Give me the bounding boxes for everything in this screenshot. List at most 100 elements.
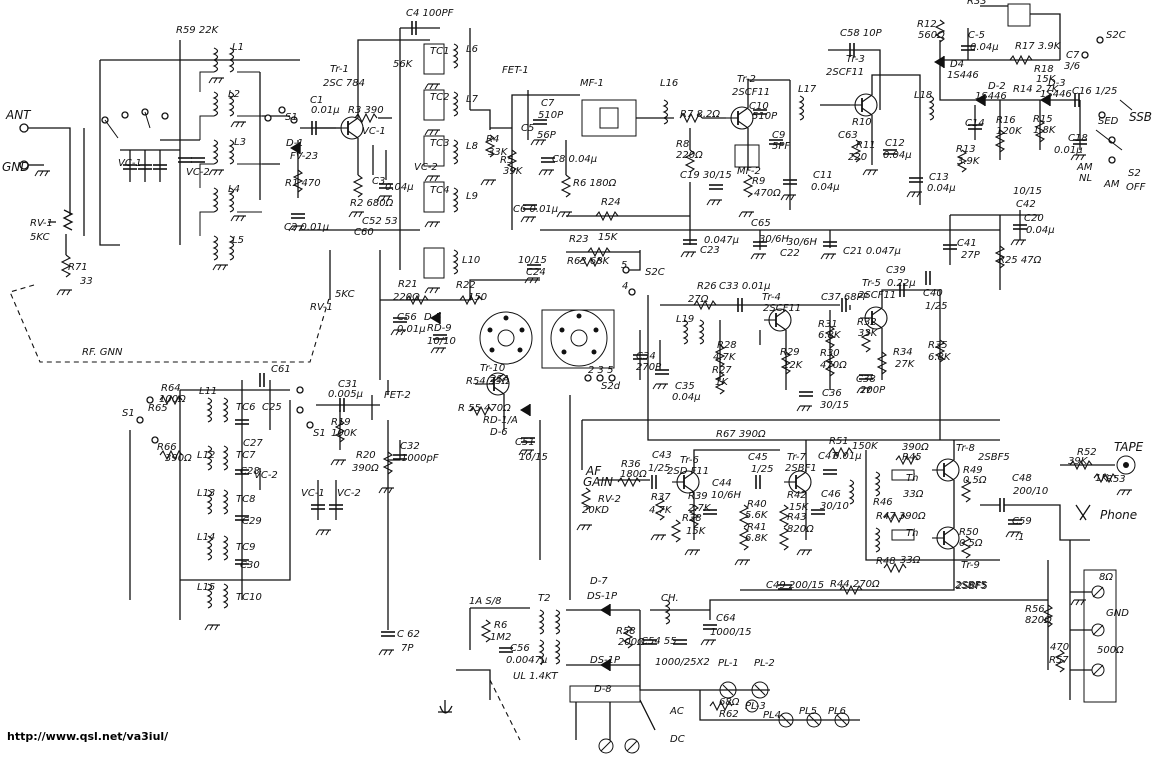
label-dc: DC — [670, 734, 685, 745]
label-c44: C44 — [712, 478, 732, 489]
label-r17: R17 3.9K — [1015, 41, 1062, 52]
label-tr4v: 2SCF11 — [763, 303, 801, 314]
label-l7: L7 — [466, 94, 479, 105]
label-r65: R65 — [148, 403, 168, 414]
label-r47: R47 390Ω — [876, 511, 926, 522]
label-c60: C60 — [354, 227, 374, 238]
label-r44: R44 270Ω — [830, 579, 880, 590]
label-c8: C8 0.04µ — [552, 154, 597, 165]
label-rv2v: 20KD — [582, 505, 609, 516]
label-tc10: TC10 — [236, 592, 262, 603]
label-rfgnn: RF. GNN — [82, 347, 123, 358]
label-r8v: 220Ω — [676, 150, 703, 161]
label-c13v: 0.04µ — [927, 183, 956, 194]
label-r66v: 390Ω — [165, 453, 192, 464]
label-r10: R10 — [852, 117, 872, 128]
label-d3: D-3 — [1048, 78, 1066, 89]
label-r49: R49 — [963, 465, 983, 476]
label-c25: C25 — [262, 402, 282, 413]
label-s8: 1A S/8 — [469, 596, 501, 607]
label-l11: L11 — [199, 386, 217, 397]
label-c7b: C7 — [1066, 50, 1080, 61]
label-r5v: 39K — [503, 166, 524, 177]
label-r31v: 6.8K — [818, 330, 842, 341]
oscillator-coil-bank-l6-l10 — [399, 20, 497, 294]
label-c24: C24 — [526, 267, 546, 278]
label-c39: C39 — [886, 265, 906, 276]
label-c31: C31 — [338, 379, 358, 390]
label-l16: L16 — [660, 78, 678, 89]
label-r4: R4 — [486, 134, 499, 145]
label-r13v: 3.9K — [957, 156, 981, 167]
label-r38v: 15K — [686, 526, 707, 537]
label-r21: R21 — [398, 279, 418, 290]
label-l3: L3 — [234, 137, 246, 148]
label-off: OFF — [1126, 182, 1146, 193]
label-r34: R34 — [893, 347, 913, 358]
label-gain: GAIN — [583, 475, 613, 489]
label-s2c: S2C — [1106, 30, 1126, 41]
label-tr9b: 2SBF5 — [955, 580, 987, 591]
label-rv1b: RV-1 — [310, 302, 333, 313]
label-l15: L15 — [197, 582, 215, 593]
label-r49v: 0.5Ω — [963, 475, 987, 486]
label-c10b: 10/10 — [427, 336, 456, 347]
label-c20: C20 — [1024, 213, 1044, 224]
label-r11v: 220 — [848, 152, 867, 163]
label-r43v: 820Ω — [787, 524, 814, 535]
label-s235: 2 3 5 — [588, 365, 613, 376]
label-mf1: MF-1 — [580, 78, 604, 89]
label-r59: R59 22K — [176, 25, 220, 36]
label-tc4: TC4 — [430, 185, 449, 196]
label-c48v: 200/10 — [1013, 486, 1048, 497]
label-tr8: Tr-8 — [956, 443, 975, 454]
label-r8: R8 — [676, 139, 689, 150]
label-c43: C43 — [652, 450, 672, 461]
label-c34: C34 — [636, 351, 656, 362]
label-r51v: 150K — [852, 441, 879, 452]
label-rv1bv: 5KC — [335, 289, 355, 300]
label-d2: D-2 — [988, 81, 1006, 92]
label-r37v: 4.7K — [649, 505, 673, 516]
label-r66: R66 — [157, 442, 177, 453]
label-r40: R40 — [747, 499, 767, 510]
label-c7v: 510P — [538, 110, 564, 121]
label-c7: C7 — [541, 98, 555, 109]
label-c35: C35 — [675, 381, 695, 392]
label-c31v: 0.005µ — [328, 389, 363, 400]
label-s1c: S1 — [313, 428, 326, 439]
label-c11v: 0.04µ — [811, 182, 840, 193]
label-s2c2: S2C — [645, 267, 665, 278]
label-c41: C41 — [957, 238, 977, 249]
label-r63: R63 68K — [567, 256, 611, 267]
label-r35v: 6.8K — [928, 352, 952, 363]
label-c18: C18 — [1068, 133, 1088, 144]
label-rd9: RD-9 — [427, 323, 452, 334]
label-r52v: 39K — [1068, 456, 1089, 467]
label-tr6v: 2SD F11 — [667, 466, 709, 477]
label-c2230: 30/6H — [759, 234, 789, 245]
label-tc3: TC3 — [430, 138, 449, 149]
label-r35: R35 — [928, 340, 948, 351]
label-r21v: 220Ω — [393, 292, 420, 303]
label-r13: R13 — [956, 144, 976, 155]
label-r40v: 5.6K — [745, 510, 769, 521]
label-ds1a: DS-1P — [587, 591, 618, 602]
label-l12: L12 — [197, 450, 215, 461]
label-mf2: MF-2 — [737, 166, 761, 177]
label-c1000: 1000/25X2 — [655, 657, 710, 668]
label-c22b: 30/6H — [787, 237, 817, 248]
label-tape: TAPE — [1114, 440, 1144, 454]
label-tr10: Tr-10 — [480, 363, 505, 374]
label-r45: R45 — [902, 452, 922, 463]
label-c41v: 27P — [961, 250, 981, 261]
label-r55: R 55 470Ω — [458, 403, 511, 414]
label-c23: C23 — [700, 245, 720, 256]
label-vc2d: VC-2 — [337, 488, 361, 499]
label-r42: R42 — [787, 490, 807, 501]
label-r41v: 6.8K — [745, 533, 769, 544]
label-l13: L13 — [197, 488, 215, 499]
label-r53: R53 — [1106, 474, 1126, 485]
label-c1: C1 — [310, 95, 323, 106]
